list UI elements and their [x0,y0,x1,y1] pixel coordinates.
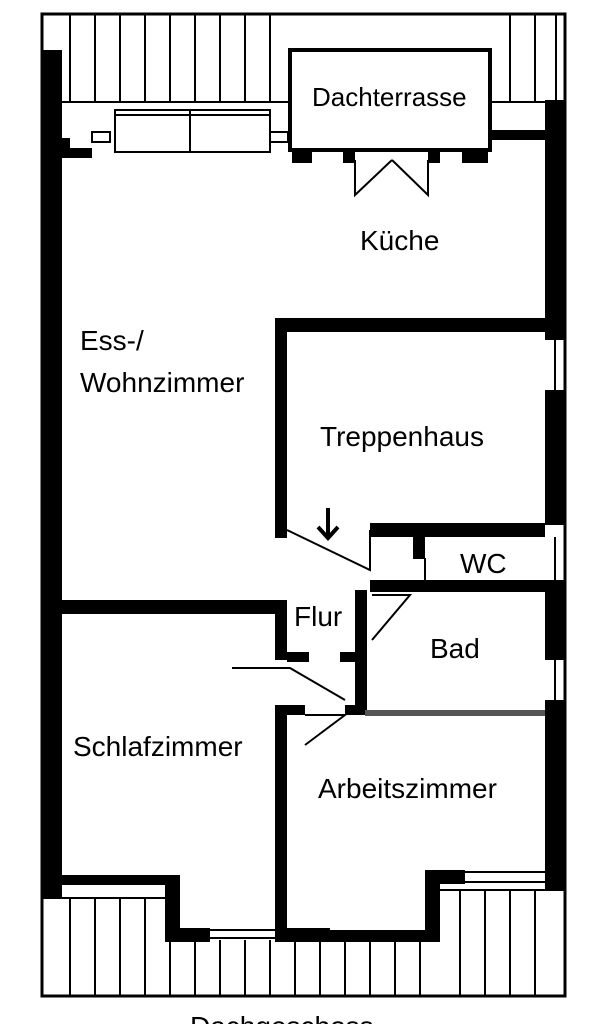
roof-hatching-top [62,14,565,103]
terrace-door-swing [354,159,429,198]
room-label-schlafzimmer: Schlafzimmer [73,731,243,762]
room-label-flur: Flur [294,601,343,632]
roof-terrace [288,48,492,152]
windows-bottom [210,871,545,939]
footer-cut-label: Dachgeschoss [190,1010,374,1024]
footer-cut-label-wrapper: Dachgeschoss [0,1002,597,1024]
room-label-wc: WC [460,548,507,579]
roof-hatching-bottom [42,889,565,996]
stair-down-arrow-icon [316,508,340,541]
room-label-ess-wohn-line2: Wohnzimmer [80,367,245,398]
room-label-treppenhaus: Treppenhaus [320,421,484,452]
door-swings [232,529,460,746]
windows-right [554,340,566,700]
interior-walls [62,318,545,935]
room-label-bad: Bad [430,633,480,664]
windows-top [91,109,289,153]
exterior-walls [42,50,565,942]
room-label-dachterrasse: Dachterrasse [312,82,467,112]
room-label-kueche: Küche [360,225,440,256]
room-label-arbeitszimmer: Arbeitszimmer [318,773,497,804]
room-label-ess-wohn-line1: Ess-/ [80,325,144,356]
